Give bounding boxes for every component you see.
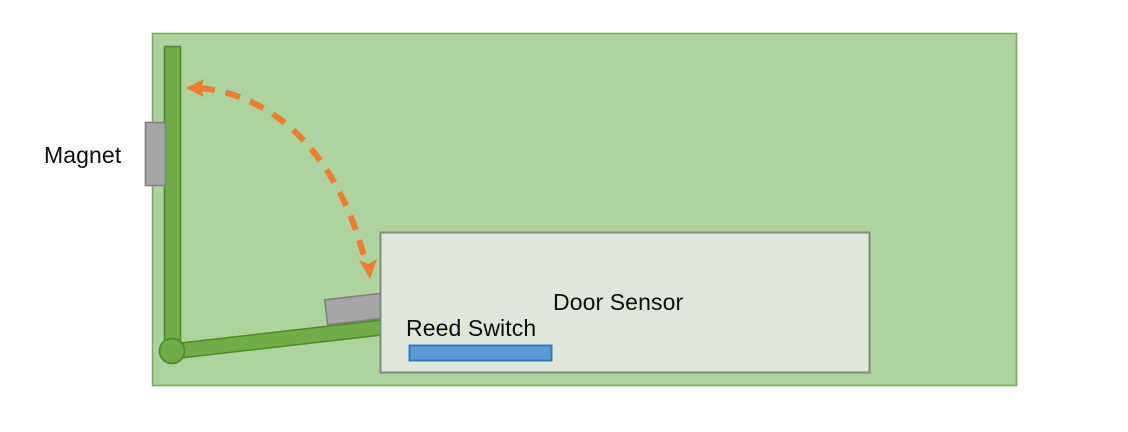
reed-switch-bar	[408, 344, 553, 362]
reed-switch-label: Reed Switch	[406, 315, 537, 341]
door-swing-arrow	[186, 79, 377, 279]
door-closed-panel	[163, 45, 182, 354]
arrow-head-down	[359, 259, 377, 279]
door-hinge	[158, 337, 186, 365]
door-sensor-label: Door Sensor	[553, 289, 684, 315]
arrow-head-up	[186, 79, 204, 97]
magnet-closed-position	[144, 121, 167, 187]
magnet-label: Magnet	[44, 142, 122, 168]
